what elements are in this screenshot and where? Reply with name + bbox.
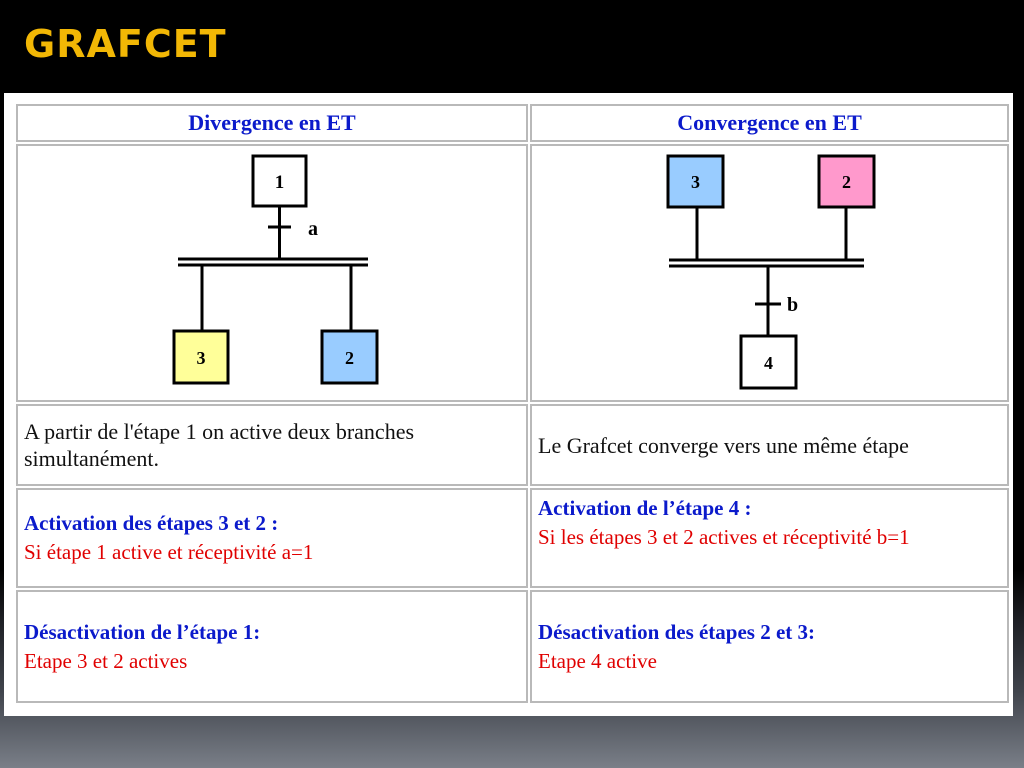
divergence-activation-title: Activation des étapes 3 et 2 : bbox=[24, 511, 279, 535]
step-1-label: 1 bbox=[275, 172, 285, 193]
slide-title: GRAFCET bbox=[24, 22, 227, 66]
divergence-activation: Activation des étapes 3 et 2 : Si étape … bbox=[16, 488, 528, 588]
transition-b-label: b bbox=[787, 294, 798, 316]
step-4-label: 4 bbox=[764, 353, 773, 373]
convergence-activation-condition: Si les étapes 3 et 2 actives et réceptiv… bbox=[538, 525, 910, 549]
convergence-description-text: Le Grafcet converge vers une même étape bbox=[538, 432, 909, 458]
convergence-header: Convergence en ET bbox=[530, 104, 1009, 142]
divergence-activation-condition: Si étape 1 active et réceptivité a=1 bbox=[24, 540, 314, 564]
step-3-box bbox=[172, 329, 230, 385]
step-4: 4 bbox=[739, 334, 798, 390]
step-4-box bbox=[739, 334, 798, 390]
convergence-activation: Activation de l’étape 4 : Si les étapes … bbox=[530, 488, 1009, 588]
divergence-deactivation-title: Désactivation de l’étape 1: bbox=[24, 619, 261, 644]
convergence-deactivation-title: Désactivation des étapes 2 et 3: bbox=[538, 619, 816, 644]
divergence-header: Divergence en ET bbox=[16, 104, 528, 142]
convergence-deactivation-condition: Etape 4 active bbox=[538, 648, 657, 673]
divergence-diagram: 1 a 3 2 bbox=[172, 154, 379, 385]
grafcet-table: Divergence en ET Convergence en ET 1 a 3… bbox=[4, 93, 1013, 716]
step-2-box bbox=[817, 154, 876, 209]
divergence-description: A partir de l'étape 1 on active deux bra… bbox=[16, 404, 528, 486]
step-2: 2 bbox=[320, 329, 379, 385]
step-3: 3 bbox=[172, 329, 230, 385]
divergence-description-text: A partir de l'étape 1 on active deux bra… bbox=[24, 419, 415, 471]
convergence-diagram-cell: 3 2 b 4 bbox=[530, 144, 1009, 402]
step-1: 1 bbox=[251, 154, 308, 208]
step-2-box bbox=[320, 329, 379, 385]
step-3-label: 3 bbox=[691, 172, 700, 192]
step-2-label: 2 bbox=[345, 348, 354, 368]
divergence-diagram-cell: 1 a 3 2 bbox=[16, 144, 528, 402]
convergence-description: Le Grafcet converge vers une même étape bbox=[530, 404, 1009, 486]
convergence-deactivation: Désactivation des étapes 2 et 3: Etape 4… bbox=[530, 590, 1009, 703]
step-2: 2 bbox=[817, 154, 876, 209]
step-2-label: 2 bbox=[842, 172, 851, 192]
divergence-deactivation-condition: Etape 3 et 2 actives bbox=[24, 648, 188, 673]
convergence-diagram: 3 2 b 4 bbox=[666, 154, 876, 390]
step-3-label: 3 bbox=[197, 348, 206, 368]
convergence-activation-title: Activation de l’étape 4 : bbox=[538, 496, 752, 520]
step-3: 3 bbox=[666, 154, 725, 209]
transition-a-label: a bbox=[308, 218, 318, 240]
divergence-deactivation: Désactivation de l’étape 1: Etape 3 et 2… bbox=[16, 590, 528, 703]
